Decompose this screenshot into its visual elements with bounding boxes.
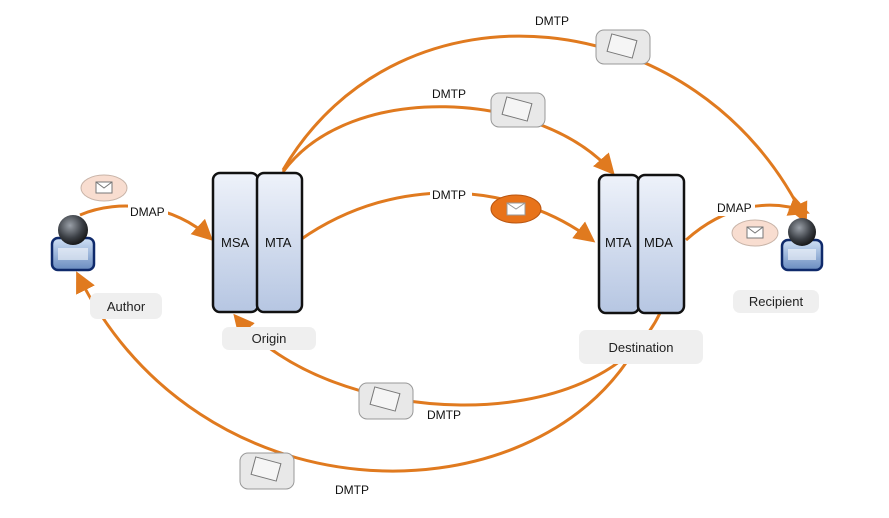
author-label: Author (90, 293, 162, 319)
msa-label: MSA (221, 235, 250, 250)
label-destination-to-author-return: DMTP (335, 483, 369, 497)
mta-origin-label: MTA (265, 235, 292, 250)
label-mda-to-recipient: DMAP (717, 201, 752, 215)
mta-destination-label: MTA (605, 235, 632, 250)
mda-box (636, 173, 686, 315)
mda-label: MDA (644, 235, 673, 250)
origin-label: Origin (222, 327, 316, 350)
recipient-person-icon (780, 218, 824, 272)
arrow-origin-to-destination-upper (281, 105, 615, 176)
label-author-to-msa: DMAP (130, 205, 165, 219)
recipient-label: Recipient (733, 290, 819, 313)
envelope-icon (731, 219, 779, 247)
envelope-icon (490, 194, 542, 224)
arrow-origin-to-recipient-top (281, 34, 808, 224)
envelope-icon (490, 92, 546, 128)
arrow-destination-to-author-return (76, 271, 630, 473)
envelope-icon (358, 382, 414, 420)
label-origin-to-recipient-top: DMTP (535, 14, 569, 28)
label-origin-to-destination-upper: DMTP (432, 87, 466, 101)
destination-node: MTA MDA (597, 173, 686, 315)
origin-node: MSA MTA (211, 171, 304, 314)
destination-label: Destination (579, 330, 703, 364)
envelope-icon (80, 174, 128, 202)
label-destination-to-origin-return: DMTP (427, 408, 461, 422)
label-origin-to-destination-direct: DMTP (432, 188, 466, 202)
edge-labels: DMAP DMTP DMTP DMTP DMAP DMTP DMTP (128, 13, 755, 498)
envelope-icon (595, 29, 651, 65)
author-person-icon (50, 215, 96, 272)
mta-origin-box (255, 171, 304, 314)
envelope-icon (239, 452, 295, 490)
